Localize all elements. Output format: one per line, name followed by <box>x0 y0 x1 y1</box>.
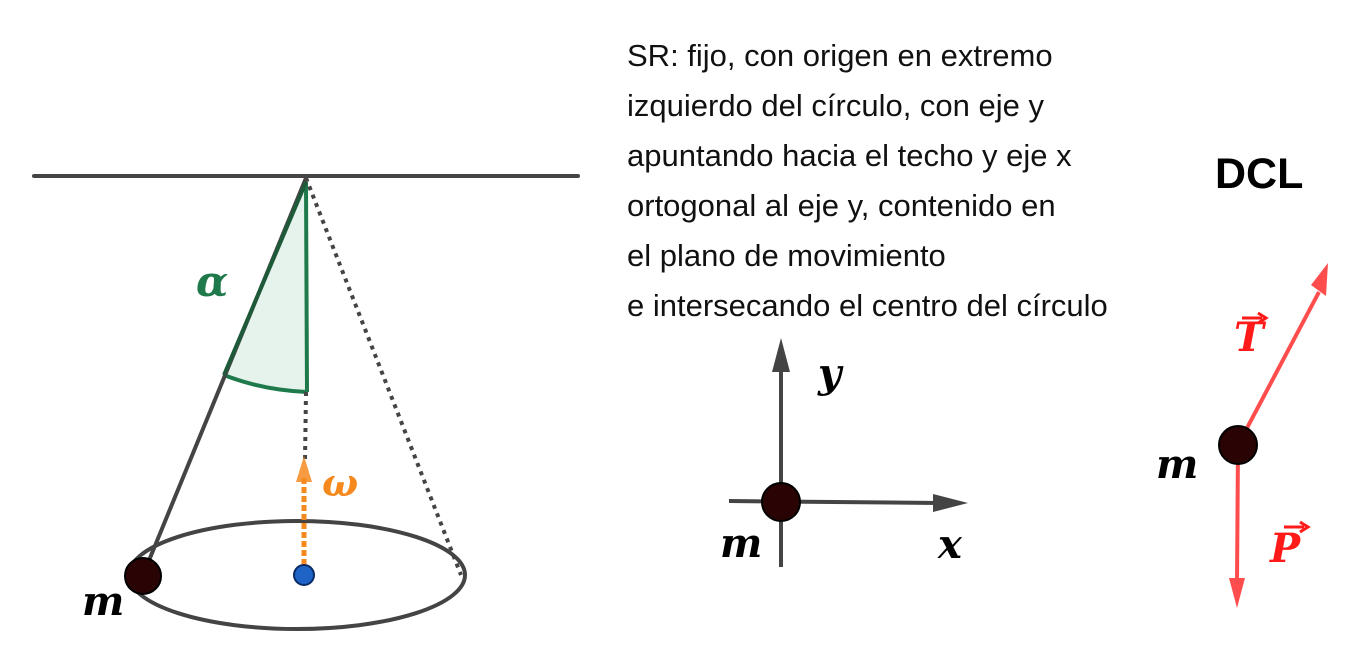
weight-vector <box>1235 444 1240 583</box>
free-body-diagram: m T P <box>1156 263 1328 608</box>
tension-arrowhead <box>1311 263 1328 296</box>
tension-vector <box>1236 291 1321 446</box>
description-line: izquierdo del círculo, con eje y <box>627 88 1045 123</box>
pendulum-mass-label: m <box>82 578 124 625</box>
dotted-cone-edge <box>304 177 463 576</box>
angle-edge-string <box>222 181 308 376</box>
conical-pendulum: α ω m <box>32 174 580 631</box>
description-line: apuntando hacia el techo y eje x <box>627 138 1072 173</box>
circle-center-point <box>293 564 315 586</box>
angle-edge-vertical <box>304 181 309 393</box>
reference-system-description: SR: fijo, con origen en extremo izquierd… <box>627 31 1187 331</box>
y-axis-label: y <box>817 350 844 397</box>
tension-vector-bar-tip <box>1257 311 1269 325</box>
x-axis-arrowhead <box>933 494 968 512</box>
dcl-mass-label: m <box>1156 441 1198 488</box>
y-axis-arrowhead <box>772 338 790 372</box>
description-line: e intersecando el centro del círculo <box>627 288 1108 323</box>
dcl-title: DCL <box>1215 150 1304 198</box>
angle-arc <box>223 373 308 394</box>
pendulum-mass <box>124 557 162 595</box>
angle-alpha-label: α <box>196 257 228 306</box>
omega-arrowhead <box>296 456 312 482</box>
origin-mass-label: m <box>720 520 762 567</box>
weight-label: P <box>1269 525 1302 572</box>
description-line: el plano de movimiento <box>627 238 946 273</box>
description-line: SR: fijo, con origen en extremo <box>627 38 1053 73</box>
x-axis-label: x <box>937 521 963 568</box>
weight-vector-bar-tip <box>1299 520 1311 534</box>
dotted-vertical-axis <box>303 391 308 461</box>
omega-label: ω <box>322 460 358 505</box>
weight-arrowhead <box>1229 578 1245 608</box>
description-line: ortogonal al eje y, contenido en <box>627 188 1056 223</box>
reference-axes: y x m <box>720 338 968 568</box>
x-axis <box>728 499 941 505</box>
origin-mass <box>761 482 801 522</box>
dcl-mass <box>1218 425 1258 465</box>
